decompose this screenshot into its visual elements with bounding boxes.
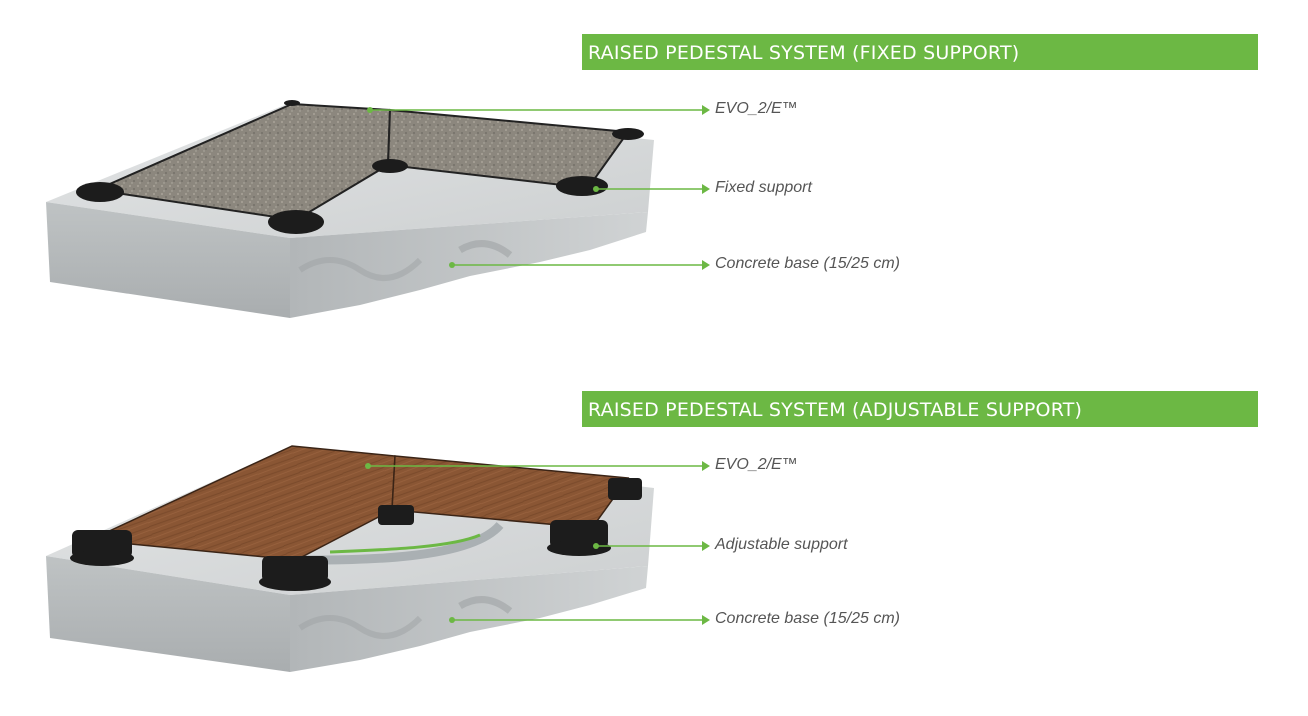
concrete-base-side-2 [290, 566, 648, 672]
adjustable-tile-label: EVO_2/E™ [715, 456, 798, 473]
fixed-tile-label: EVO_2/E™ [715, 100, 798, 117]
adjustable-support-title: RAISED PEDESTAL SYSTEM (ADJUSTABLE SUPPO… [582, 391, 1258, 427]
fixed-concrete-base-label: Concrete base (15/25 cm) [715, 255, 900, 272]
fixed-support-title: RAISED PEDESTAL SYSTEM (FIXED SUPPORT) [582, 34, 1258, 70]
leader-lines-bottom [365, 461, 710, 625]
leader-lines-top [367, 105, 710, 270]
fixed-support-pedestals [76, 100, 644, 234]
adjustable-concrete-base-label: Concrete base (15/25 cm) [715, 610, 900, 627]
concrete-base-front [46, 202, 290, 318]
fixed-support-illustration [46, 100, 710, 318]
fixed-support-label: Fixed support [715, 179, 812, 196]
adjustable-support-illustration [46, 445, 710, 672]
adjustable-support-label: Adjustable support [715, 536, 848, 553]
concrete-base-front-2 [46, 556, 290, 672]
